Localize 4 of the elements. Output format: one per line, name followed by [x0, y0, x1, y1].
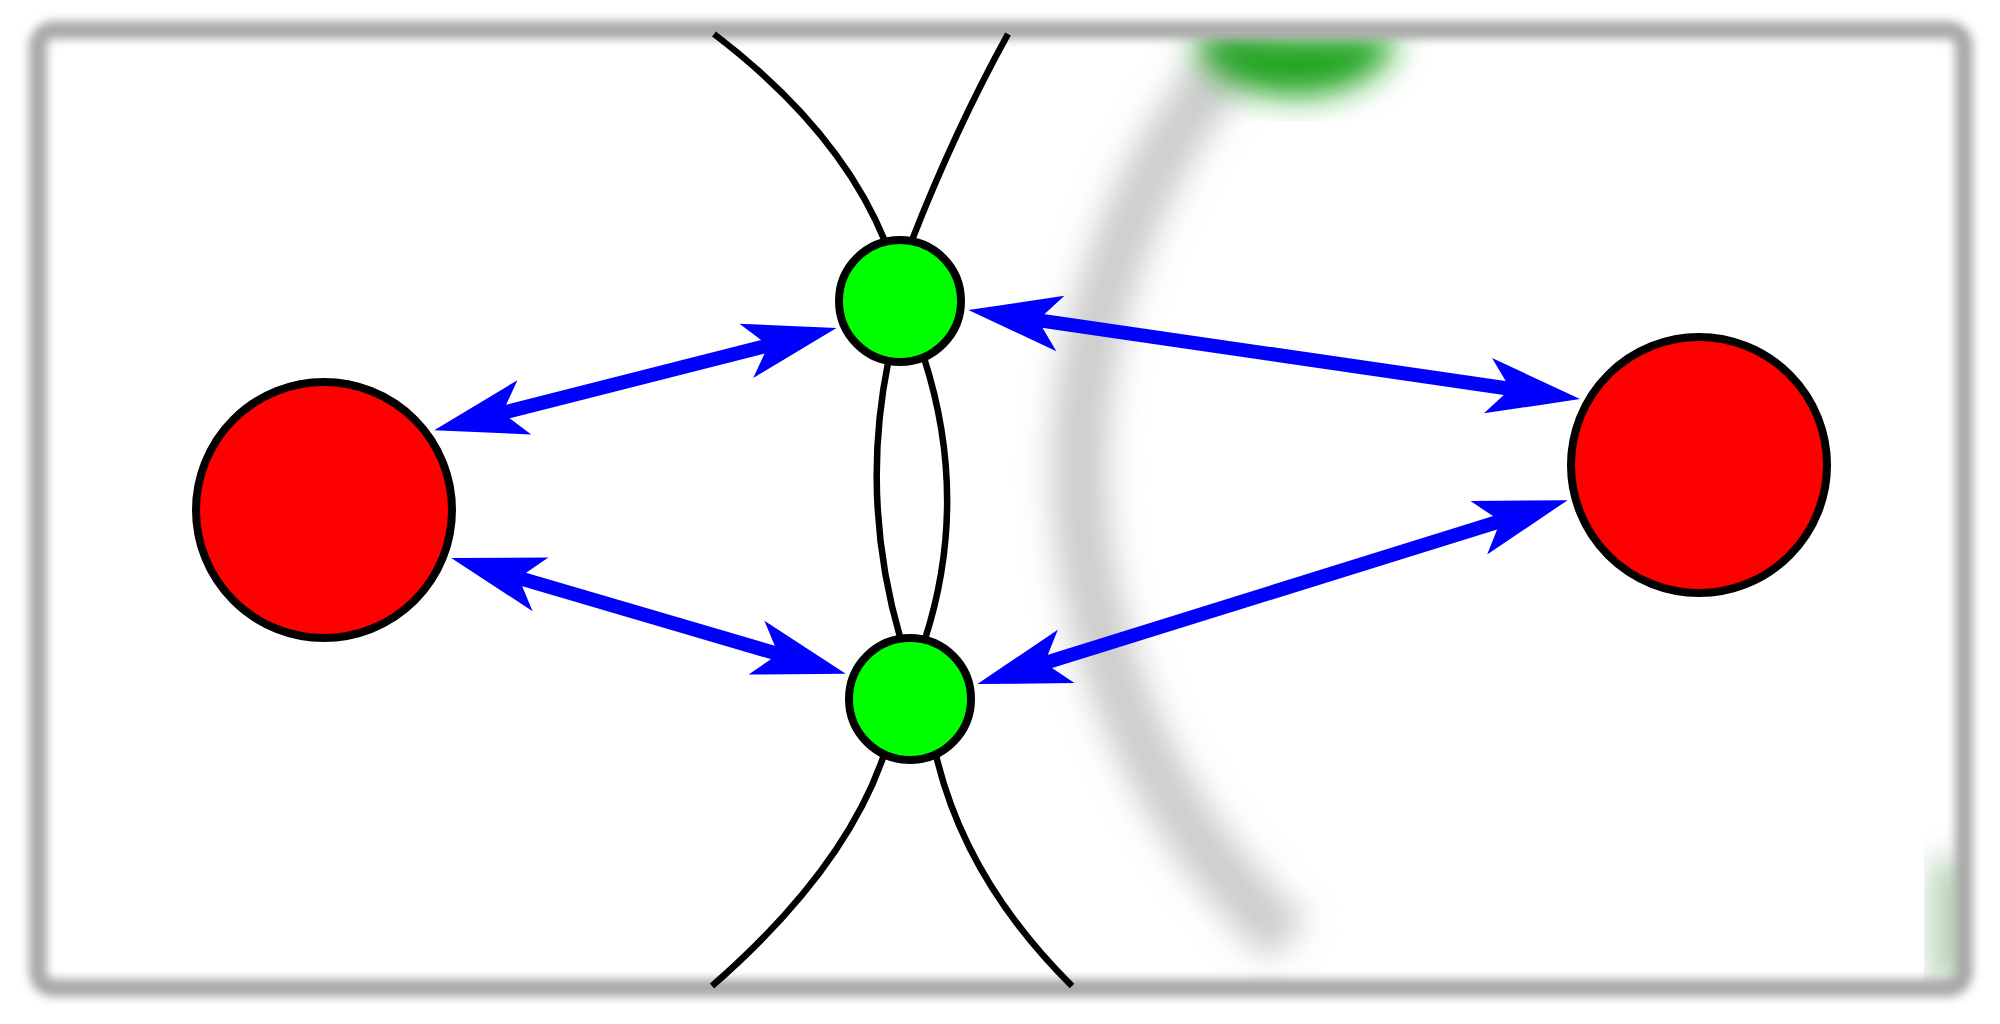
large-circle — [1567, 333, 1831, 597]
small-circle — [845, 634, 975, 764]
large-circle — [192, 378, 456, 642]
small-circle — [835, 236, 965, 366]
